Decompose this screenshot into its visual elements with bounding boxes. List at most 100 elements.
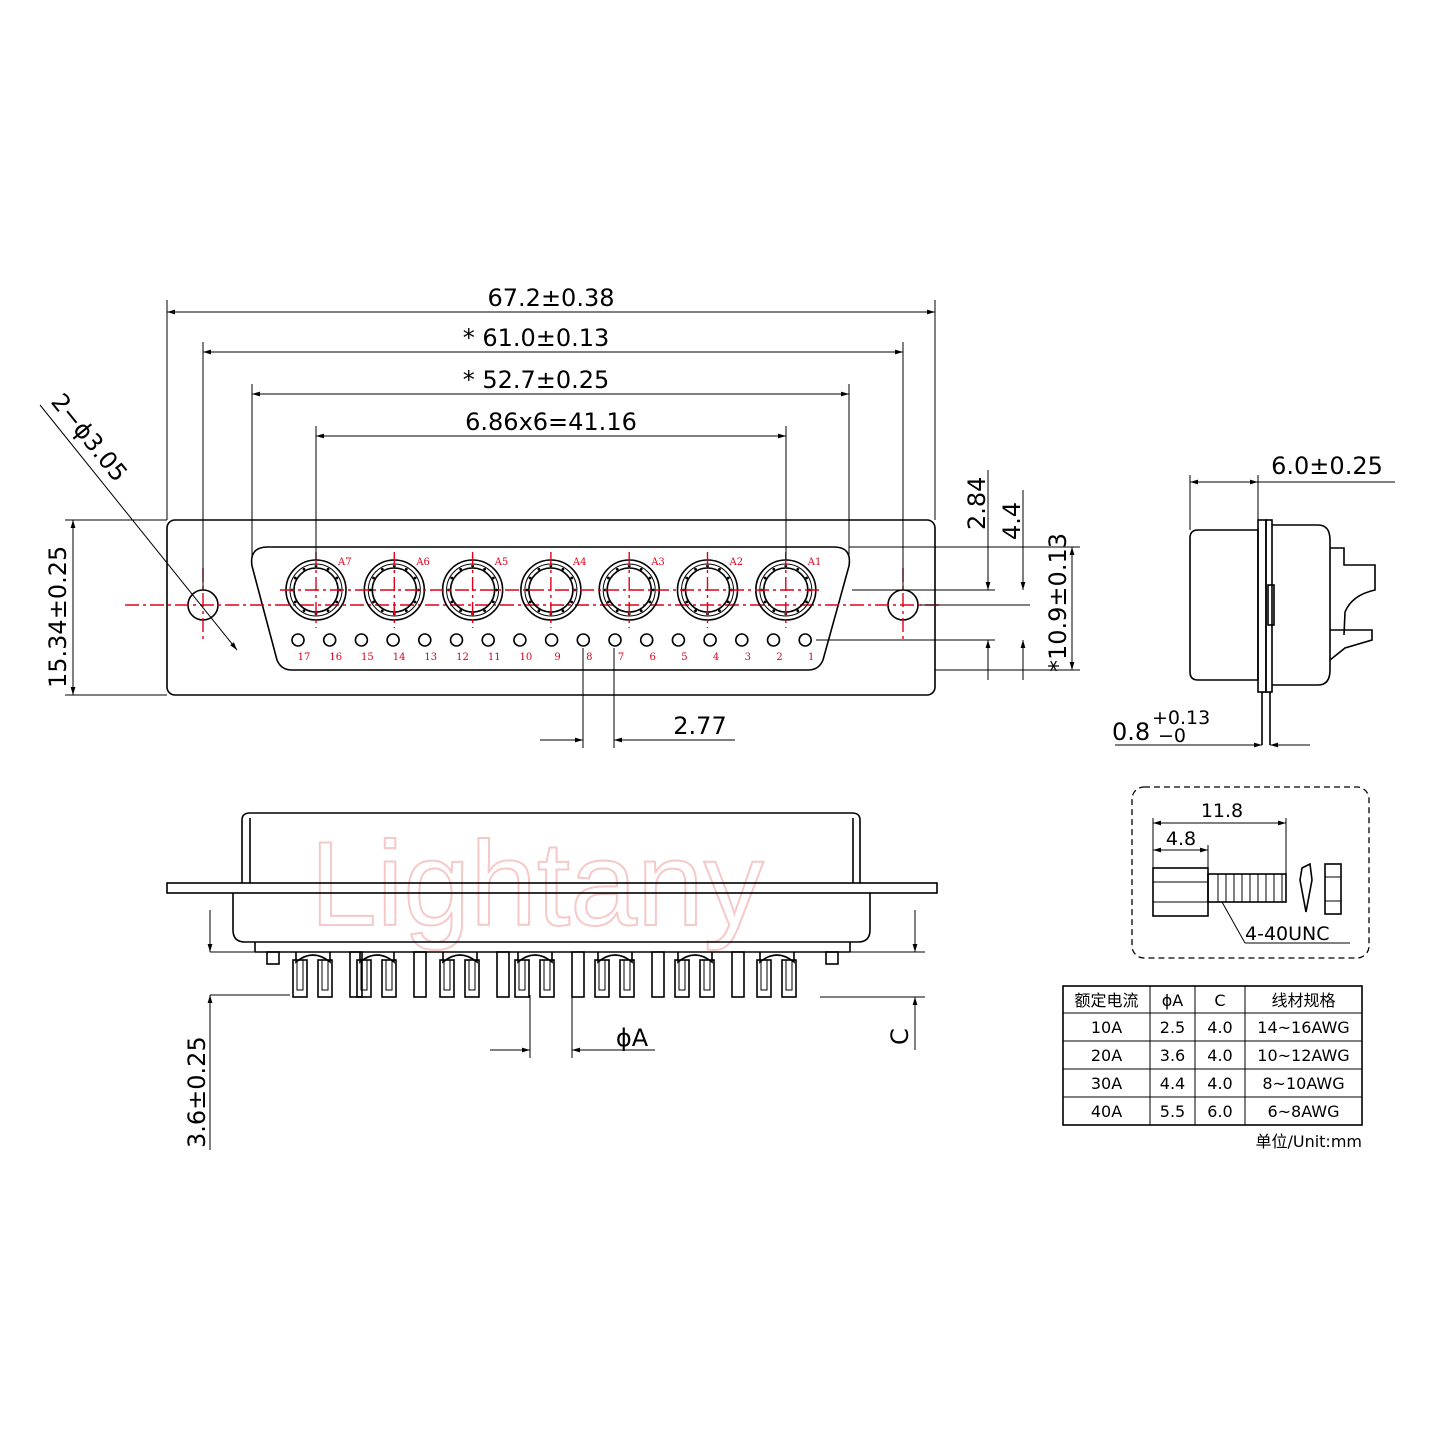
table-header-cell: 线材规格 [1271, 991, 1335, 1010]
signal-pin: 1 [798, 633, 814, 663]
solder-tail [594, 951, 665, 998]
solder-tail [756, 952, 797, 998]
signal-pin: 9 [544, 633, 561, 663]
signal-pin-label: 8 [586, 652, 592, 663]
solder-tail [514, 951, 585, 998]
signal-pin-label: 5 [681, 652, 687, 663]
table-cell: 4.0 [1207, 1074, 1232, 1093]
signal-pin-label: 1 [808, 652, 814, 663]
signal-pin-label: 6 [650, 652, 656, 663]
screw-head-label: 4.8 [1166, 828, 1196, 850]
table-cell: 4.4 [1160, 1074, 1185, 1093]
signal-pin-label: 11 [488, 652, 501, 663]
table-cell: 20A [1091, 1046, 1122, 1065]
solder-tail-group [266, 951, 839, 998]
signal-pin-label: 13 [424, 652, 437, 663]
table-cell: 5.5 [1160, 1102, 1185, 1121]
signal-pin: 11 [481, 633, 501, 663]
top-dimensions: 67.2±0.38 * 61.0±0.13 * 52.7±0.25 6.86x6… [166, 284, 936, 590]
shell-width-label: * 52.7±0.25 [463, 366, 610, 394]
signal-pin: 2 [766, 633, 783, 663]
signal-pin: 5 [671, 633, 688, 663]
solder-tail [674, 951, 745, 998]
bottom-view: 3.6±0.25 C ϕA [166, 812, 938, 1150]
signal-pin-label: 14 [393, 652, 406, 663]
table-header-cell: ϕA [1162, 991, 1184, 1010]
hole-spacing-label: * 61.0±0.13 [463, 324, 610, 352]
table-cell: 6~8AWG [1267, 1102, 1339, 1121]
screw-total-label: 11.8 [1201, 800, 1243, 822]
height-label: 15.34±0.25 [44, 546, 72, 688]
signal-pin-label: 4 [713, 652, 719, 663]
signal-pin: 13 [417, 633, 437, 663]
signal-pin: 14 [386, 633, 406, 663]
table-cell: 4.0 [1207, 1018, 1232, 1037]
tail-c-label: C [886, 1028, 914, 1045]
watermark: Lightany [310, 817, 764, 951]
flange-tol-plus: +0.13 [1152, 707, 1210, 729]
signal-pin-label: 17 [298, 652, 311, 663]
signal-pin-label: 16 [329, 652, 342, 663]
power-pin-group: A7 A6 A5 A4 A3 A2 A1 [280, 552, 821, 628]
power-pin-label: A1 [807, 557, 822, 568]
front-view: A7 A6 A5 A4 A3 A2 A1 17 16 15 14 13 12 11 10 9 8 7 6 5 4 3 2 1 [125, 519, 940, 696]
side-depth-label: 6.0±0.25 [1271, 452, 1383, 480]
pin-pitch-label: 6.86x6=41.16 [465, 408, 637, 436]
table-header-cell: 额定电流 [1074, 991, 1138, 1010]
side-view: 6.0±0.25 0.8 +0.13 −0 [1112, 452, 1395, 748]
signal-pin-label: 15 [361, 652, 374, 663]
signal-pin-label: 3 [745, 652, 751, 663]
table-cell: 30A [1091, 1074, 1122, 1093]
table-cell: 40A [1091, 1102, 1122, 1121]
flange-thickness-label: 0.8 [1112, 718, 1150, 746]
table-header-cell: C [1214, 991, 1225, 1010]
signal-pin: 17 [291, 633, 311, 663]
right-dimensions: 2.84 4.4 *10.9±0.13 [816, 470, 1080, 680]
tail-dia-label: ϕA [616, 1024, 649, 1052]
table-cell: 2.5 [1160, 1018, 1185, 1037]
signal-pin: 6 [639, 633, 656, 663]
tail-length-label: 3.6±0.25 [183, 1036, 211, 1148]
mount-hole-label: 2−ϕ3.05 [45, 388, 133, 487]
signal-pitch-dimension: 2.77 [540, 648, 735, 748]
signal-pin-group: 17 16 15 14 13 12 11 10 9 8 7 6 5 4 3 2 1 [291, 633, 814, 663]
table-cell: 3.6 [1160, 1046, 1185, 1065]
signal-pin: 7 [608, 633, 624, 663]
top-offset-label: 2.84 [963, 477, 991, 530]
signal-pin: 8 [576, 633, 592, 663]
table-cell: 10A [1091, 1018, 1122, 1037]
table-cell: 6.0 [1207, 1102, 1232, 1121]
signal-pin: 4 [703, 633, 719, 663]
power-pin: A5 [441, 552, 509, 628]
table-cell: 8~10AWG [1262, 1074, 1344, 1093]
signal-pin: 10 [513, 633, 533, 663]
shell-height-label: *10.9±0.13 [1044, 533, 1072, 672]
signal-pin-label: 2 [776, 652, 782, 663]
height-dimension: 15.34±0.25 [44, 519, 167, 696]
solder-tail [439, 951, 510, 998]
power-pin-label: A7 [337, 557, 352, 568]
power-pin-label: A4 [572, 557, 587, 568]
flange-tol-minus: −0 [1158, 725, 1186, 747]
power-pin-label: A6 [415, 557, 430, 568]
offset-4-4-label: 4.4 [998, 502, 1026, 540]
signal-pin-label: 10 [520, 652, 533, 663]
signal-pin-label: 12 [456, 652, 469, 663]
power-pin-label: A5 [494, 557, 509, 568]
power-pin-label: A3 [650, 557, 665, 568]
solder-tail [356, 951, 427, 998]
table-cell: 4.0 [1207, 1046, 1232, 1065]
flange-outline [166, 519, 936, 696]
signal-pin-label: 9 [554, 652, 560, 663]
power-pin-label: A2 [729, 557, 744, 568]
signal-pin: 16 [322, 633, 342, 663]
signal-pin: 12 [449, 633, 469, 663]
screw-detail: 11.8 4.8 4-40UNC [1131, 786, 1370, 959]
signal-pin: 15 [354, 633, 374, 663]
screw-thread-label: 4-40UNC [1245, 923, 1330, 945]
overall-width-label: 67.2±0.38 [488, 284, 615, 312]
signal-pitch-label: 2.77 [673, 712, 726, 740]
